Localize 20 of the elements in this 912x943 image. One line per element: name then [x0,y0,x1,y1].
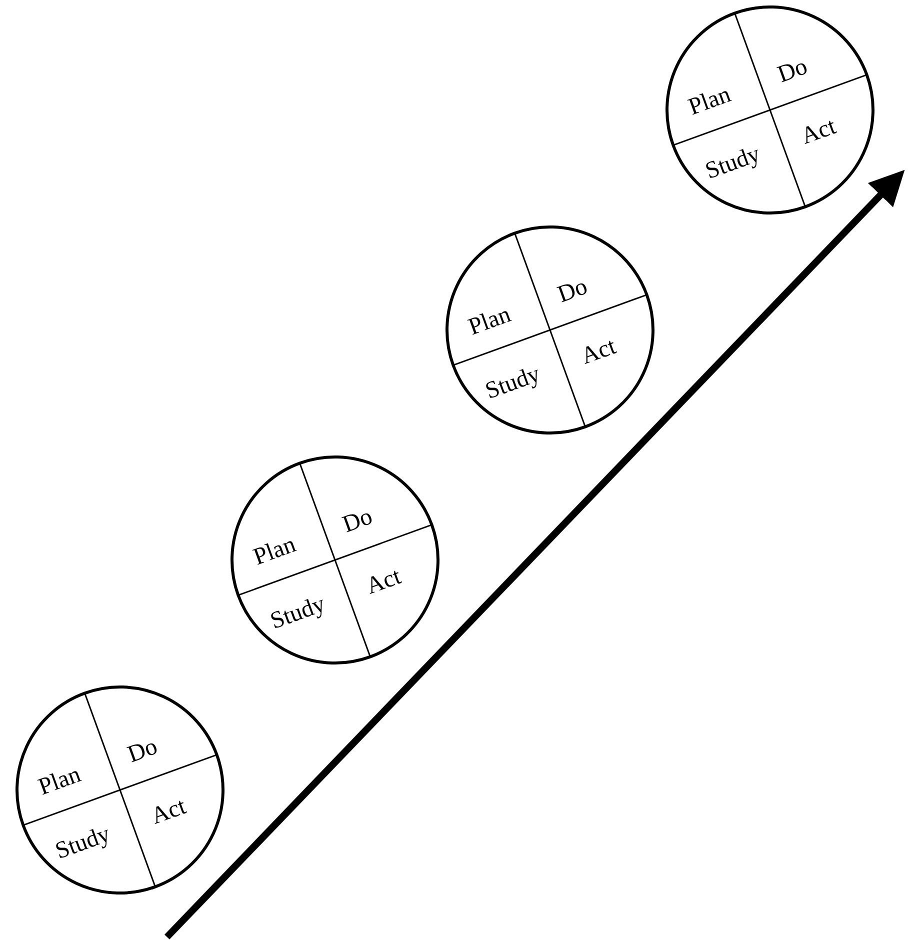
quadrant-label: Do [340,504,376,538]
pdsa-cycle-circle [230,455,440,665]
quadrant-label: Study [702,142,764,184]
quadrant-label: Act [578,334,620,369]
quadrant-label: Study [482,362,544,404]
pdsa-cycle-circle [445,225,655,435]
quadrant-label: Act [798,114,840,149]
quadrant-label: Do [774,54,811,88]
quadrant-label: Plan [466,302,514,340]
quadrant-label: Act [148,794,190,829]
quadrant-label: Study [52,822,114,864]
pdsa-cycle-circle [15,685,225,895]
quadrant-label: Act [363,564,404,599]
quadrant-label: Plan [686,82,734,120]
pdsa-cycle-circle [665,5,875,215]
quadrant-label: Plan [36,762,84,800]
quadrant-label: Do [124,734,161,768]
quadrant-label: Plan [250,532,299,570]
quadrant-label: Do [554,274,591,308]
quadrant-label: Study [267,592,328,634]
